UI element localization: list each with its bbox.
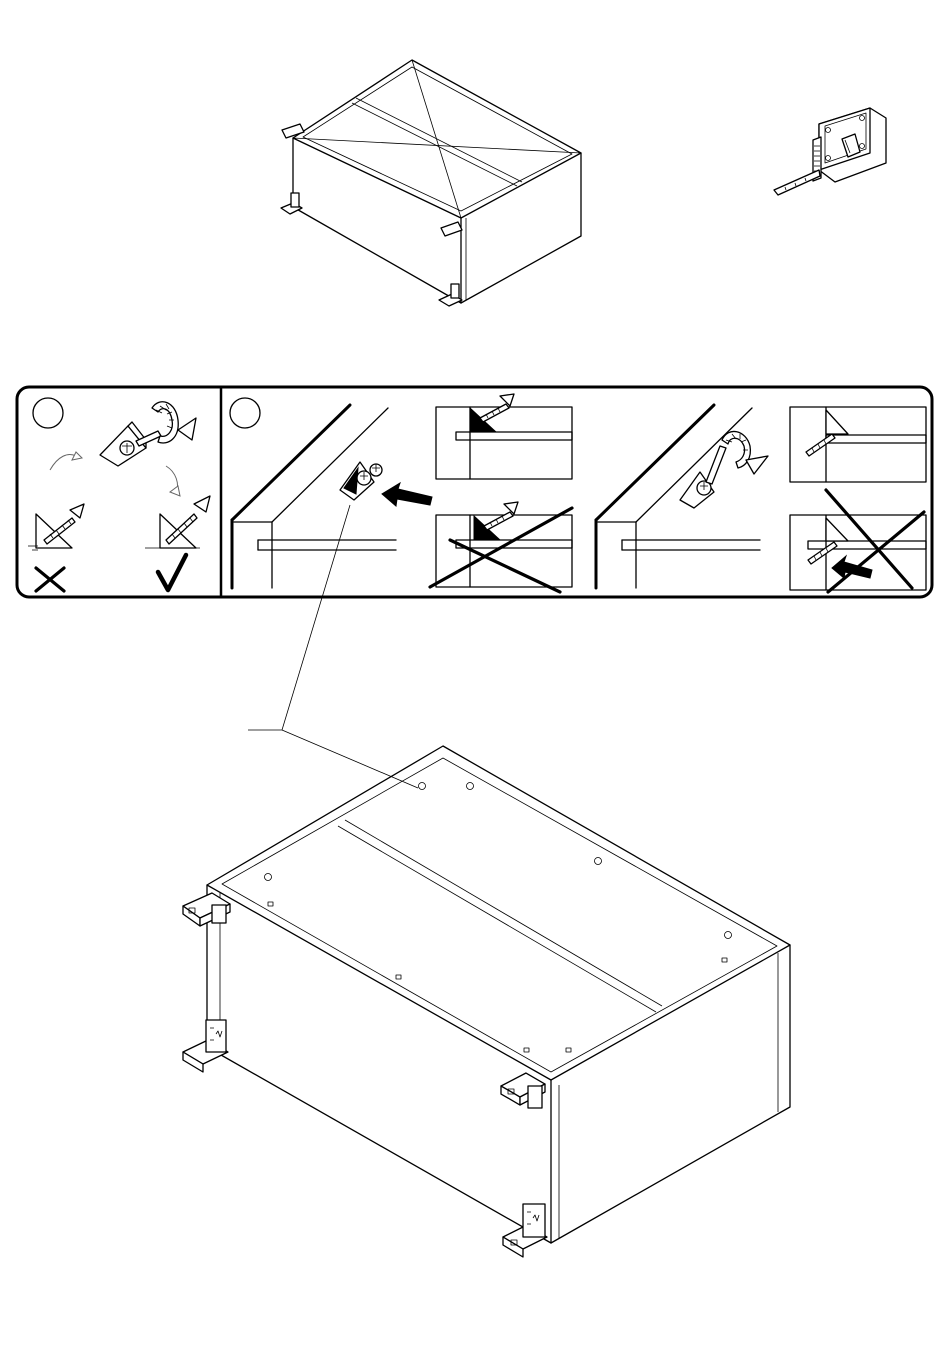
top-cabinet-diagram (281, 60, 581, 306)
leader-line-tail (282, 730, 418, 788)
connector-icon (268, 902, 727, 1052)
screw-icon (265, 783, 732, 939)
bracket-icon (183, 893, 547, 1257)
main-cabinet-diagram (183, 746, 790, 1257)
tape-measure-icon (774, 108, 886, 195)
step-panel (17, 387, 932, 597)
